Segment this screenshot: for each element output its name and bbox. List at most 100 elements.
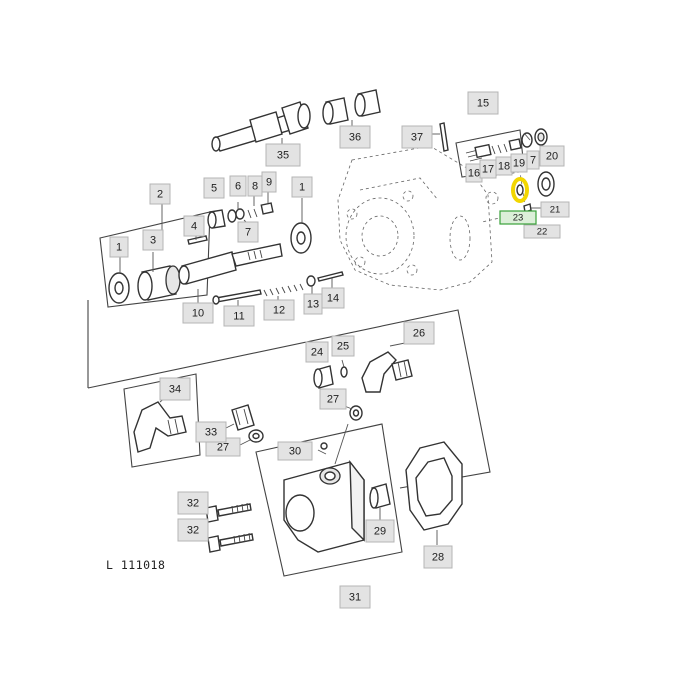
callout-box-3 <box>142 229 164 251</box>
callout-box-11 <box>223 305 255 327</box>
callout-box-26 <box>403 321 435 345</box>
callout-label-26: 26 <box>413 328 425 340</box>
callout-9: 9 <box>261 171 277 193</box>
callout-label-12: 12 <box>273 305 285 317</box>
camshaft-35 <box>211 101 311 152</box>
callout-label-25: 25 <box>337 341 349 353</box>
callout-7b: 7 <box>526 150 540 170</box>
callout-12: 12 <box>263 299 295 321</box>
callout-15: 15 <box>467 91 499 115</box>
callout-label-20: 20 <box>546 151 558 163</box>
callout-label-18: 18 <box>498 161 510 173</box>
callout-label-28: 28 <box>432 552 444 564</box>
seal-21-ring-23 <box>511 171 555 213</box>
callout-label-13: 13 <box>307 299 319 311</box>
gasket-28 <box>405 441 463 545</box>
callout-18: 18 <box>495 156 513 176</box>
callout-32b: 32 <box>177 518 209 542</box>
callout-label-34: 34 <box>169 384 181 396</box>
elbow-fitting-34 <box>133 391 187 453</box>
callout-label-1b: 1 <box>299 182 305 194</box>
callout-label-37: 37 <box>411 132 423 144</box>
callout-2: 2 <box>149 183 171 205</box>
callout-label-29: 29 <box>374 526 386 538</box>
callout-label-24: 24 <box>311 347 323 359</box>
callout-box-22 <box>523 224 561 239</box>
leaders-left <box>119 203 279 306</box>
callout-box-1b <box>291 176 313 198</box>
callout-box-2 <box>149 183 171 205</box>
callout-19: 19 <box>510 153 528 173</box>
callout-label-15: 15 <box>477 98 489 110</box>
callout-5: 5 <box>203 177 225 199</box>
callout-label-31: 31 <box>349 592 361 604</box>
callout-box-15 <box>467 91 499 115</box>
bushings-36 <box>322 89 381 127</box>
callout-box-10 <box>182 302 214 324</box>
figure-label: L 111018 <box>106 558 166 572</box>
callout-label-19: 19 <box>513 158 525 170</box>
fitting-33-washer-27 <box>221 404 264 447</box>
callout-28: 28 <box>423 545 453 569</box>
callout-box-29 <box>365 519 395 543</box>
callout-7: 7 <box>237 221 259 243</box>
callout-32a: 32 <box>177 491 209 515</box>
callout-8: 8 <box>247 175 263 197</box>
callout-label-27a: 27 <box>327 394 339 406</box>
callout-box-27a <box>319 388 347 410</box>
valve-parts-15 <box>465 128 548 162</box>
callout-label-9: 9 <box>266 177 272 189</box>
callout-25: 25 <box>331 335 355 357</box>
callout-label-7b: 7 <box>530 155 536 167</box>
callout-27a: 27 <box>319 388 347 410</box>
callout-label-8: 8 <box>252 181 258 193</box>
cover-housing-31 <box>283 423 365 553</box>
callout-box-33 <box>195 421 227 443</box>
callout-11: 11 <box>223 305 255 327</box>
callout-box-23 <box>499 210 537 225</box>
callout-1b: 1 <box>291 176 313 198</box>
callout-13: 13 <box>303 293 323 315</box>
callout-box-28 <box>423 545 453 569</box>
bolts-32 <box>205 502 254 553</box>
callout-label-11: 11 <box>233 311 244 323</box>
callout-box-7 <box>237 221 259 243</box>
callout-label-32a: 32 <box>187 498 199 510</box>
callout-label-17: 17 <box>482 164 494 176</box>
callout-37: 37 <box>401 125 433 149</box>
callout-box-31 <box>339 585 371 609</box>
callout-label-33: 33 <box>205 427 217 439</box>
callout-label-10: 10 <box>192 308 204 320</box>
callout-33: 33 <box>195 421 227 443</box>
callout-box-30 <box>277 441 313 461</box>
callout-box-21 <box>540 201 570 218</box>
callout-box-25 <box>331 335 355 357</box>
callout-1a: 1 <box>109 236 129 258</box>
callout-31: 31 <box>339 585 371 609</box>
callout-23: 23 <box>499 210 537 225</box>
callout-label-1a: 1 <box>116 242 122 254</box>
callout-box-12 <box>263 299 295 321</box>
drive-group-parts <box>108 190 344 305</box>
callout-box-9 <box>261 171 277 193</box>
callout-22: 22 <box>523 224 561 239</box>
callout-label-36: 36 <box>349 132 361 144</box>
callout-box-7b <box>526 150 540 170</box>
callout-label-5: 5 <box>211 183 217 195</box>
callout-34: 34 <box>159 377 191 401</box>
callout-label-35: 35 <box>277 150 289 162</box>
callout-3: 3 <box>142 229 164 251</box>
callout-20: 20 <box>539 145 565 167</box>
frame-housing-31 <box>255 423 403 577</box>
callout-box-4 <box>183 215 205 237</box>
callout-box-32a <box>177 491 209 515</box>
callout-24: 24 <box>305 341 329 363</box>
callout-box-35 <box>265 143 301 167</box>
callout-label-21: 21 <box>550 205 561 216</box>
callout-label-14: 14 <box>327 293 339 305</box>
callout-label-2: 2 <box>157 189 163 201</box>
callout-box-24 <box>305 341 329 363</box>
callout-box-1a <box>109 236 129 258</box>
